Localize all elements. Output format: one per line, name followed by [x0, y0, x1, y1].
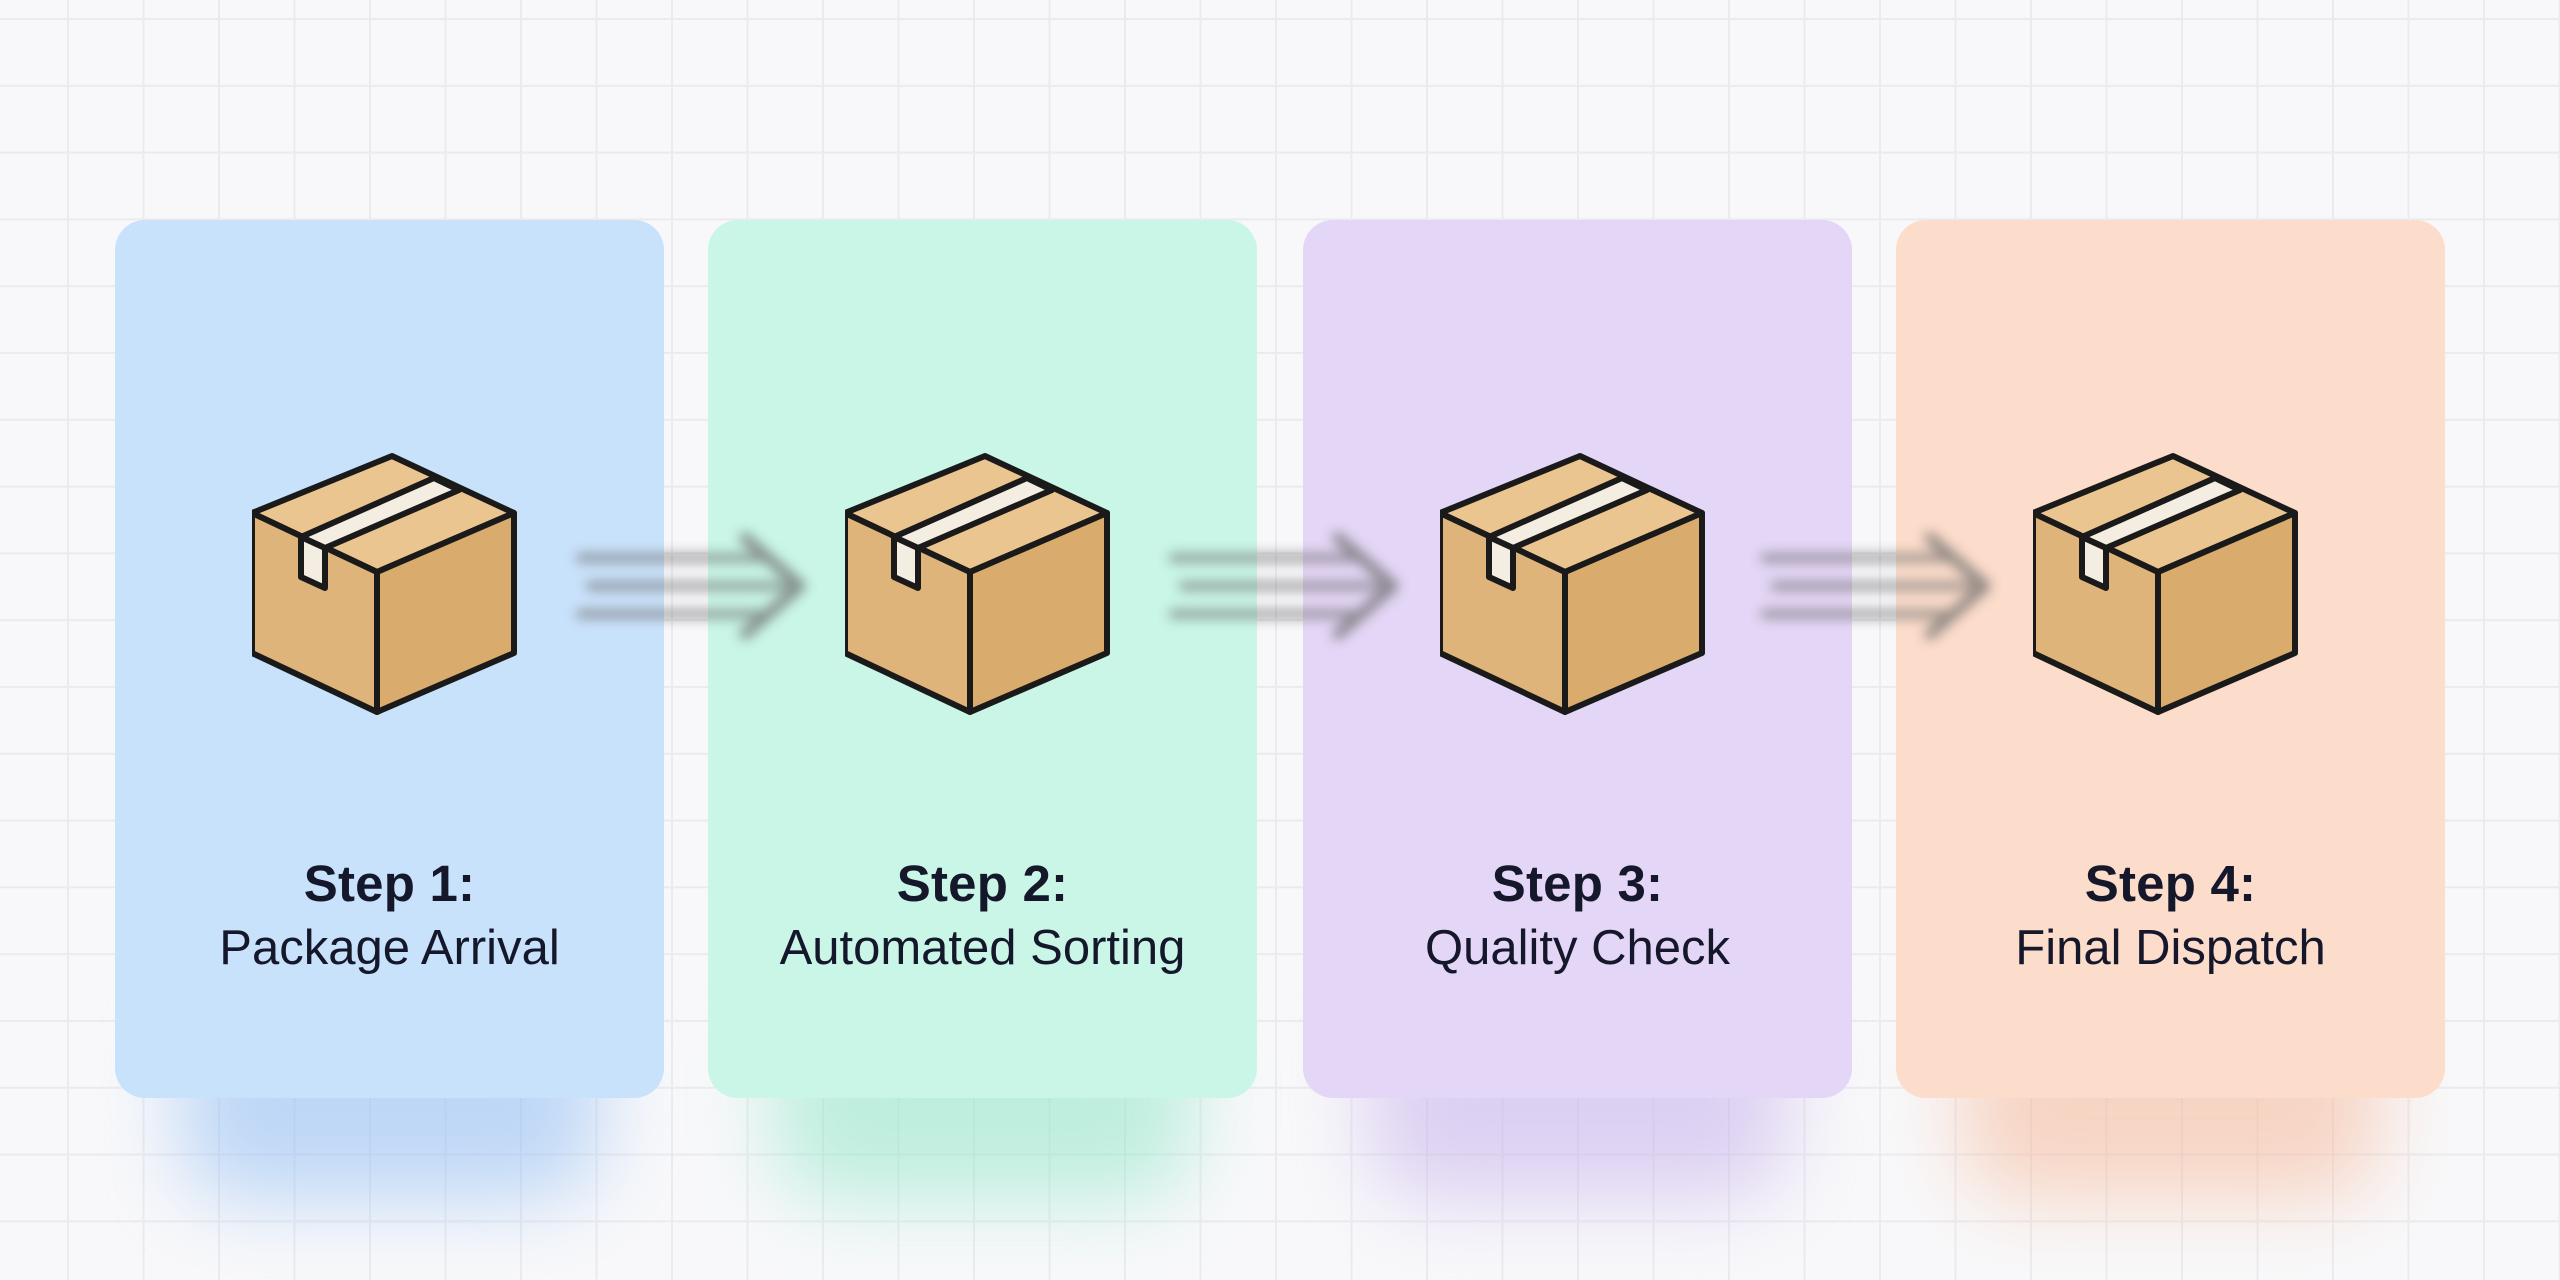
box-tape-tab	[891, 534, 921, 591]
step-label: Step 4:	[2084, 855, 2257, 912]
motion-arrow-icon	[1168, 532, 1399, 640]
step-title: Package Arrival	[219, 921, 560, 975]
package-box-icon	[1440, 453, 1705, 715]
step-title: Quality Check	[1424, 921, 1730, 975]
box-tape-tab	[2079, 534, 2109, 591]
motion-arrow-icon	[1760, 532, 1991, 640]
arrow-head	[1332, 532, 1399, 640]
step-card-2: Step 2: Automated Sorting	[708, 220, 1257, 1098]
step-label: Step 2:	[896, 855, 1069, 912]
step-card-3: Step 3: Quality Check	[1303, 220, 1852, 1098]
step-card-4: Step 4: Final Dispatch	[1896, 220, 2445, 1098]
package-box-icon	[2033, 453, 2298, 715]
package-box-icon	[845, 453, 1110, 715]
box-right-face	[1562, 510, 1705, 715]
box-tape-tab	[1486, 534, 1516, 591]
box-tape-tab	[298, 534, 328, 591]
box-right-face	[967, 510, 1110, 715]
step-label: Step 1:	[303, 855, 476, 912]
arrow-head	[1924, 532, 1991, 640]
step-label: Step 3:	[1491, 855, 1664, 912]
step-title: Automated Sorting	[779, 921, 1186, 975]
box-right-face	[374, 510, 517, 715]
motion-arrow-icon	[575, 532, 806, 640]
arrow-head	[739, 532, 806, 640]
step-card-1: Step 1: Package Arrival	[115, 220, 664, 1098]
box-right-face	[2155, 510, 2298, 715]
package-box-icon	[252, 453, 517, 715]
step-title: Final Dispatch	[2015, 921, 2326, 975]
